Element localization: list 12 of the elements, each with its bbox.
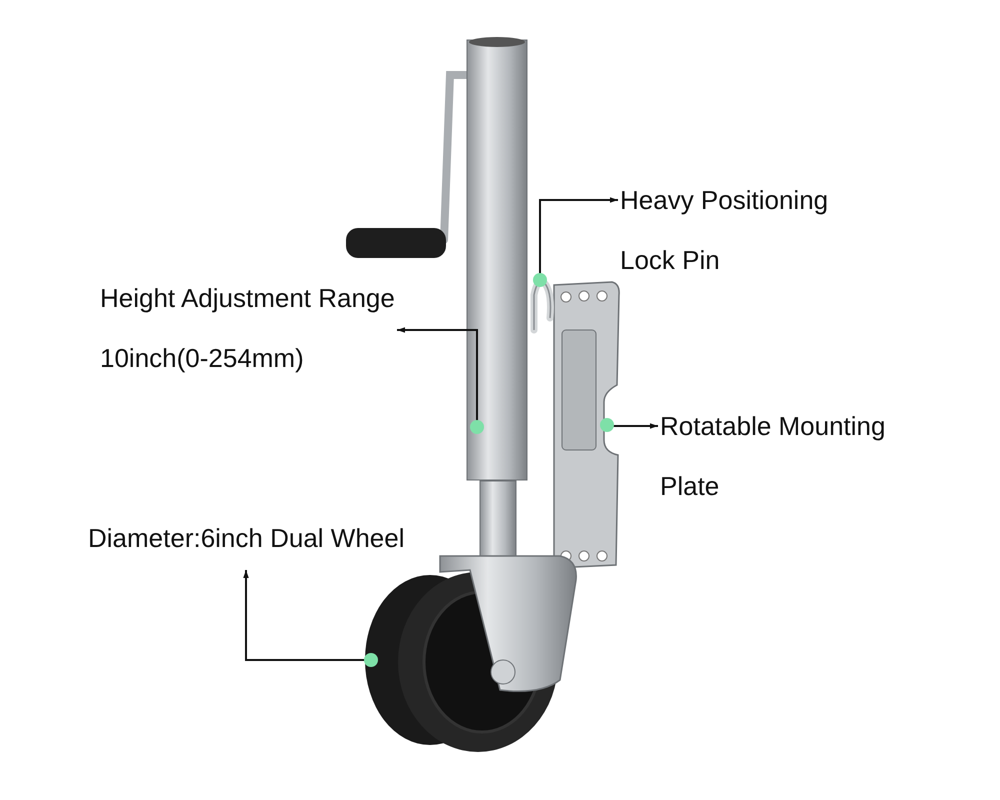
callout-label: Height Adjustment Range — [100, 282, 395, 315]
leader-line — [533, 197, 618, 287]
leader-line — [397, 327, 484, 434]
leader-line — [243, 570, 378, 667]
callout-label: Diameter:6inch Dual Wheel — [88, 508, 404, 568]
measurement-text: 10inch(0-254mm) — [100, 342, 305, 375]
callout-label: Rotatable Mounting Plate — [660, 396, 920, 516]
jack-tube-drawing — [466, 37, 528, 480]
lock-pin-drawing — [530, 278, 554, 334]
callout-label: Heavy Positioning Lock Pin — [620, 170, 880, 290]
leader-line — [600, 418, 658, 432]
mounting-plate-drawing — [553, 281, 620, 569]
